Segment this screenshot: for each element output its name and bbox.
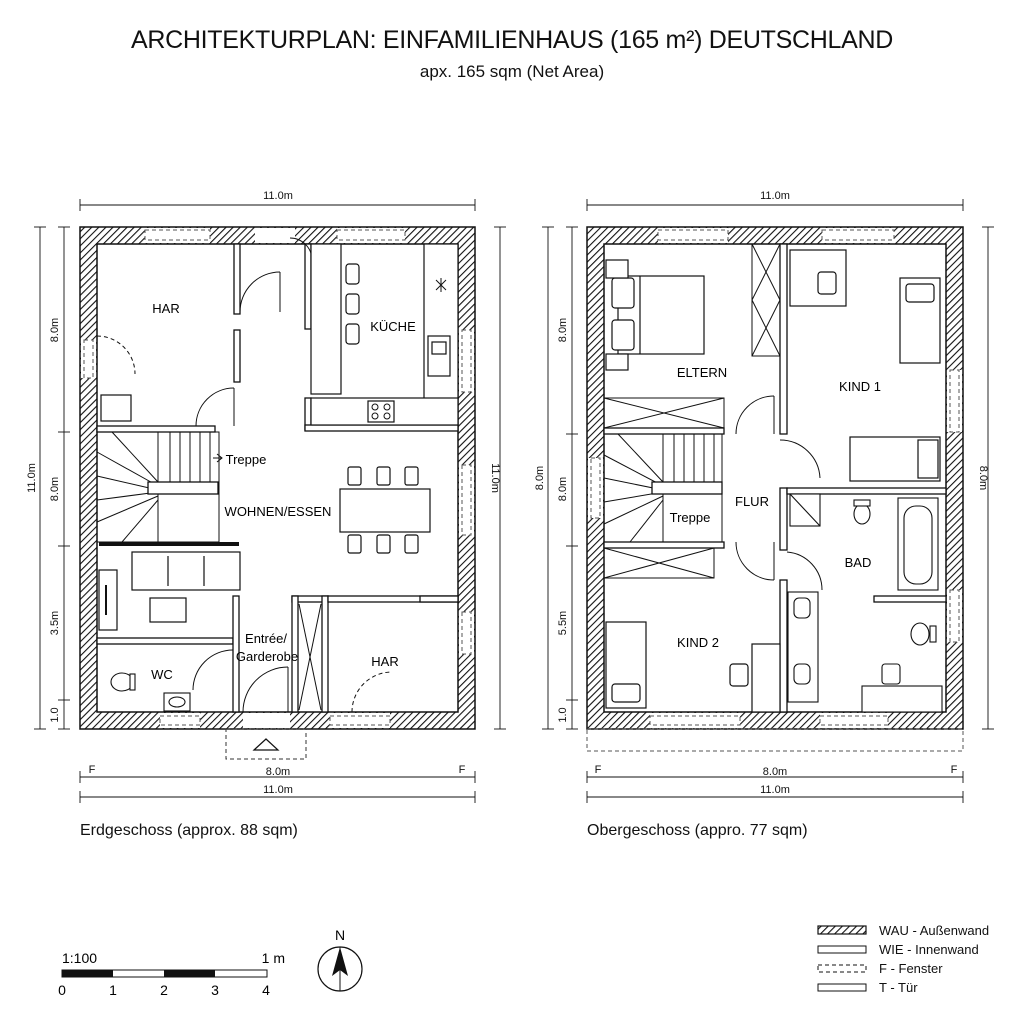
legend-code-3: T: [879, 980, 887, 995]
scale-tick-2: 2: [160, 982, 168, 998]
gf-room-kueche: KÜCHE: [370, 319, 416, 334]
uf-dim-bottom-outer: 11.0m: [760, 784, 790, 796]
gf-marker-left: F: [89, 764, 96, 776]
legend-desc-1: Innenwand: [915, 942, 979, 957]
legend-desc-2: Fenster: [899, 961, 944, 976]
north-arrow-icon: N: [317, 927, 363, 992]
scale-ratio: 1:100: [62, 950, 97, 966]
scale-unit: 1 m: [262, 950, 285, 966]
uf-dimension-lines: [542, 199, 994, 803]
legend-desc-0: Außenwand: [920, 923, 989, 938]
plan-title: ARCHITEKTURPLAN: EINFAMILIENHAUS (165 m²…: [130, 26, 893, 54]
legend-code-1: WIE: [879, 942, 904, 957]
uf-dim-left-outer: 8.0m: [534, 466, 546, 490]
gf-room-wc: WC: [151, 667, 173, 682]
scale-tick-0: 0: [58, 982, 66, 998]
uf-dim-top: 11.0m: [760, 190, 790, 202]
svg-text:F - Fenster: F - Fenster: [879, 961, 943, 976]
uf-dim-right: 8.0m: [977, 466, 989, 490]
legend-desc-3: Tür: [898, 980, 918, 995]
gf-dim-left-seg-3: 3.5m: [49, 611, 61, 635]
uf-marker-left: F: [595, 764, 602, 776]
legend-swatch-door: [817, 983, 867, 992]
legend-code-2: F: [879, 961, 887, 976]
north-label: N: [335, 927, 345, 943]
legend-swatch-window: [817, 964, 867, 973]
upper-floor-plan: ELTERN KIND 1 FLUR Treppe BAD KIND 2 11.…: [534, 190, 994, 803]
uf-dim-left-seg-2: 8.0m: [557, 477, 569, 501]
scale-tick-3: 3: [211, 982, 219, 998]
gf-dim-right: 11.0m: [489, 463, 501, 493]
gf-room-garderobe: Garderobe: [236, 649, 298, 664]
gf-dim-left-seg-1: 8.0m: [49, 318, 61, 342]
gf-dim-left-seg-2: 8.0m: [49, 477, 61, 501]
svg-text:WAU - Außenwand: WAU - Außenwand: [879, 923, 989, 938]
ground-floor-caption: Erdgeschoss (approx. 88 sqm): [80, 822, 298, 839]
uf-room-bad: BAD: [845, 555, 872, 570]
scale-bar: 1:100 1 m 0 1 2 3 4: [58, 950, 285, 998]
uf-dim-left-seg-4: 1.0: [557, 707, 569, 722]
uf-dim-left-seg-1: 8.0m: [557, 318, 569, 342]
gf-dim-left-outer: 11.0m: [26, 463, 38, 493]
gf-room-entree: Entrée/: [245, 631, 287, 646]
gf-dim-bottom-inner: 8.0m: [266, 766, 290, 778]
uf-marker-right: F: [951, 764, 958, 776]
svg-text:WIE - Innenwand: WIE - Innenwand: [879, 942, 979, 957]
gf-marker-right: F: [459, 764, 466, 776]
upper-floor-caption: Obergeschoss (appro. 77 sqm): [587, 822, 808, 839]
svg-text:T - Tür: T - Tür: [879, 980, 918, 995]
uf-room-flur: FLUR: [735, 494, 769, 509]
gf-dim-bottom-outer: 11.0m: [263, 784, 293, 796]
gf-dim-top: 11.0m: [263, 190, 293, 202]
uf-room-kind1: KIND 1: [839, 379, 881, 394]
scale-tick-4: 4: [262, 982, 270, 998]
gf-room-treppe: Treppe: [226, 452, 267, 467]
scale-tick-1: 1: [109, 982, 117, 998]
legend-swatch-interior-wall: [817, 945, 867, 954]
uf-room-eltern: ELTERN: [677, 365, 727, 380]
gf-room-har-bottom: HAR: [371, 654, 398, 669]
legend-code-0: WAU: [879, 923, 909, 938]
uf-dim-bottom-inner: 8.0m: [763, 766, 787, 778]
uf-room-treppe: Treppe: [670, 510, 711, 525]
plan-subtitle: apx. 165 sqm (Net Area): [419, 62, 605, 81]
legend: WAU - Außenwand WIE - Innenwand F - Fens…: [817, 923, 989, 995]
uf-room-kind2: KIND 2: [677, 635, 719, 650]
legend-swatch-exterior-wall: [817, 925, 867, 935]
uf-dim-left-seg-3: 5.5m: [557, 611, 569, 635]
gf-room-wohnen: WOHNEN/ESSEN: [225, 504, 332, 519]
gf-room-har-top: HAR: [152, 301, 179, 316]
ground-floor-plan: HAR KÜCHE Treppe WOHNEN/ESSEN Entrée/ Ga…: [26, 190, 506, 803]
gf-dim-left-seg-4: 1.0: [49, 707, 61, 722]
gf-dimension-lines: [34, 199, 506, 803]
